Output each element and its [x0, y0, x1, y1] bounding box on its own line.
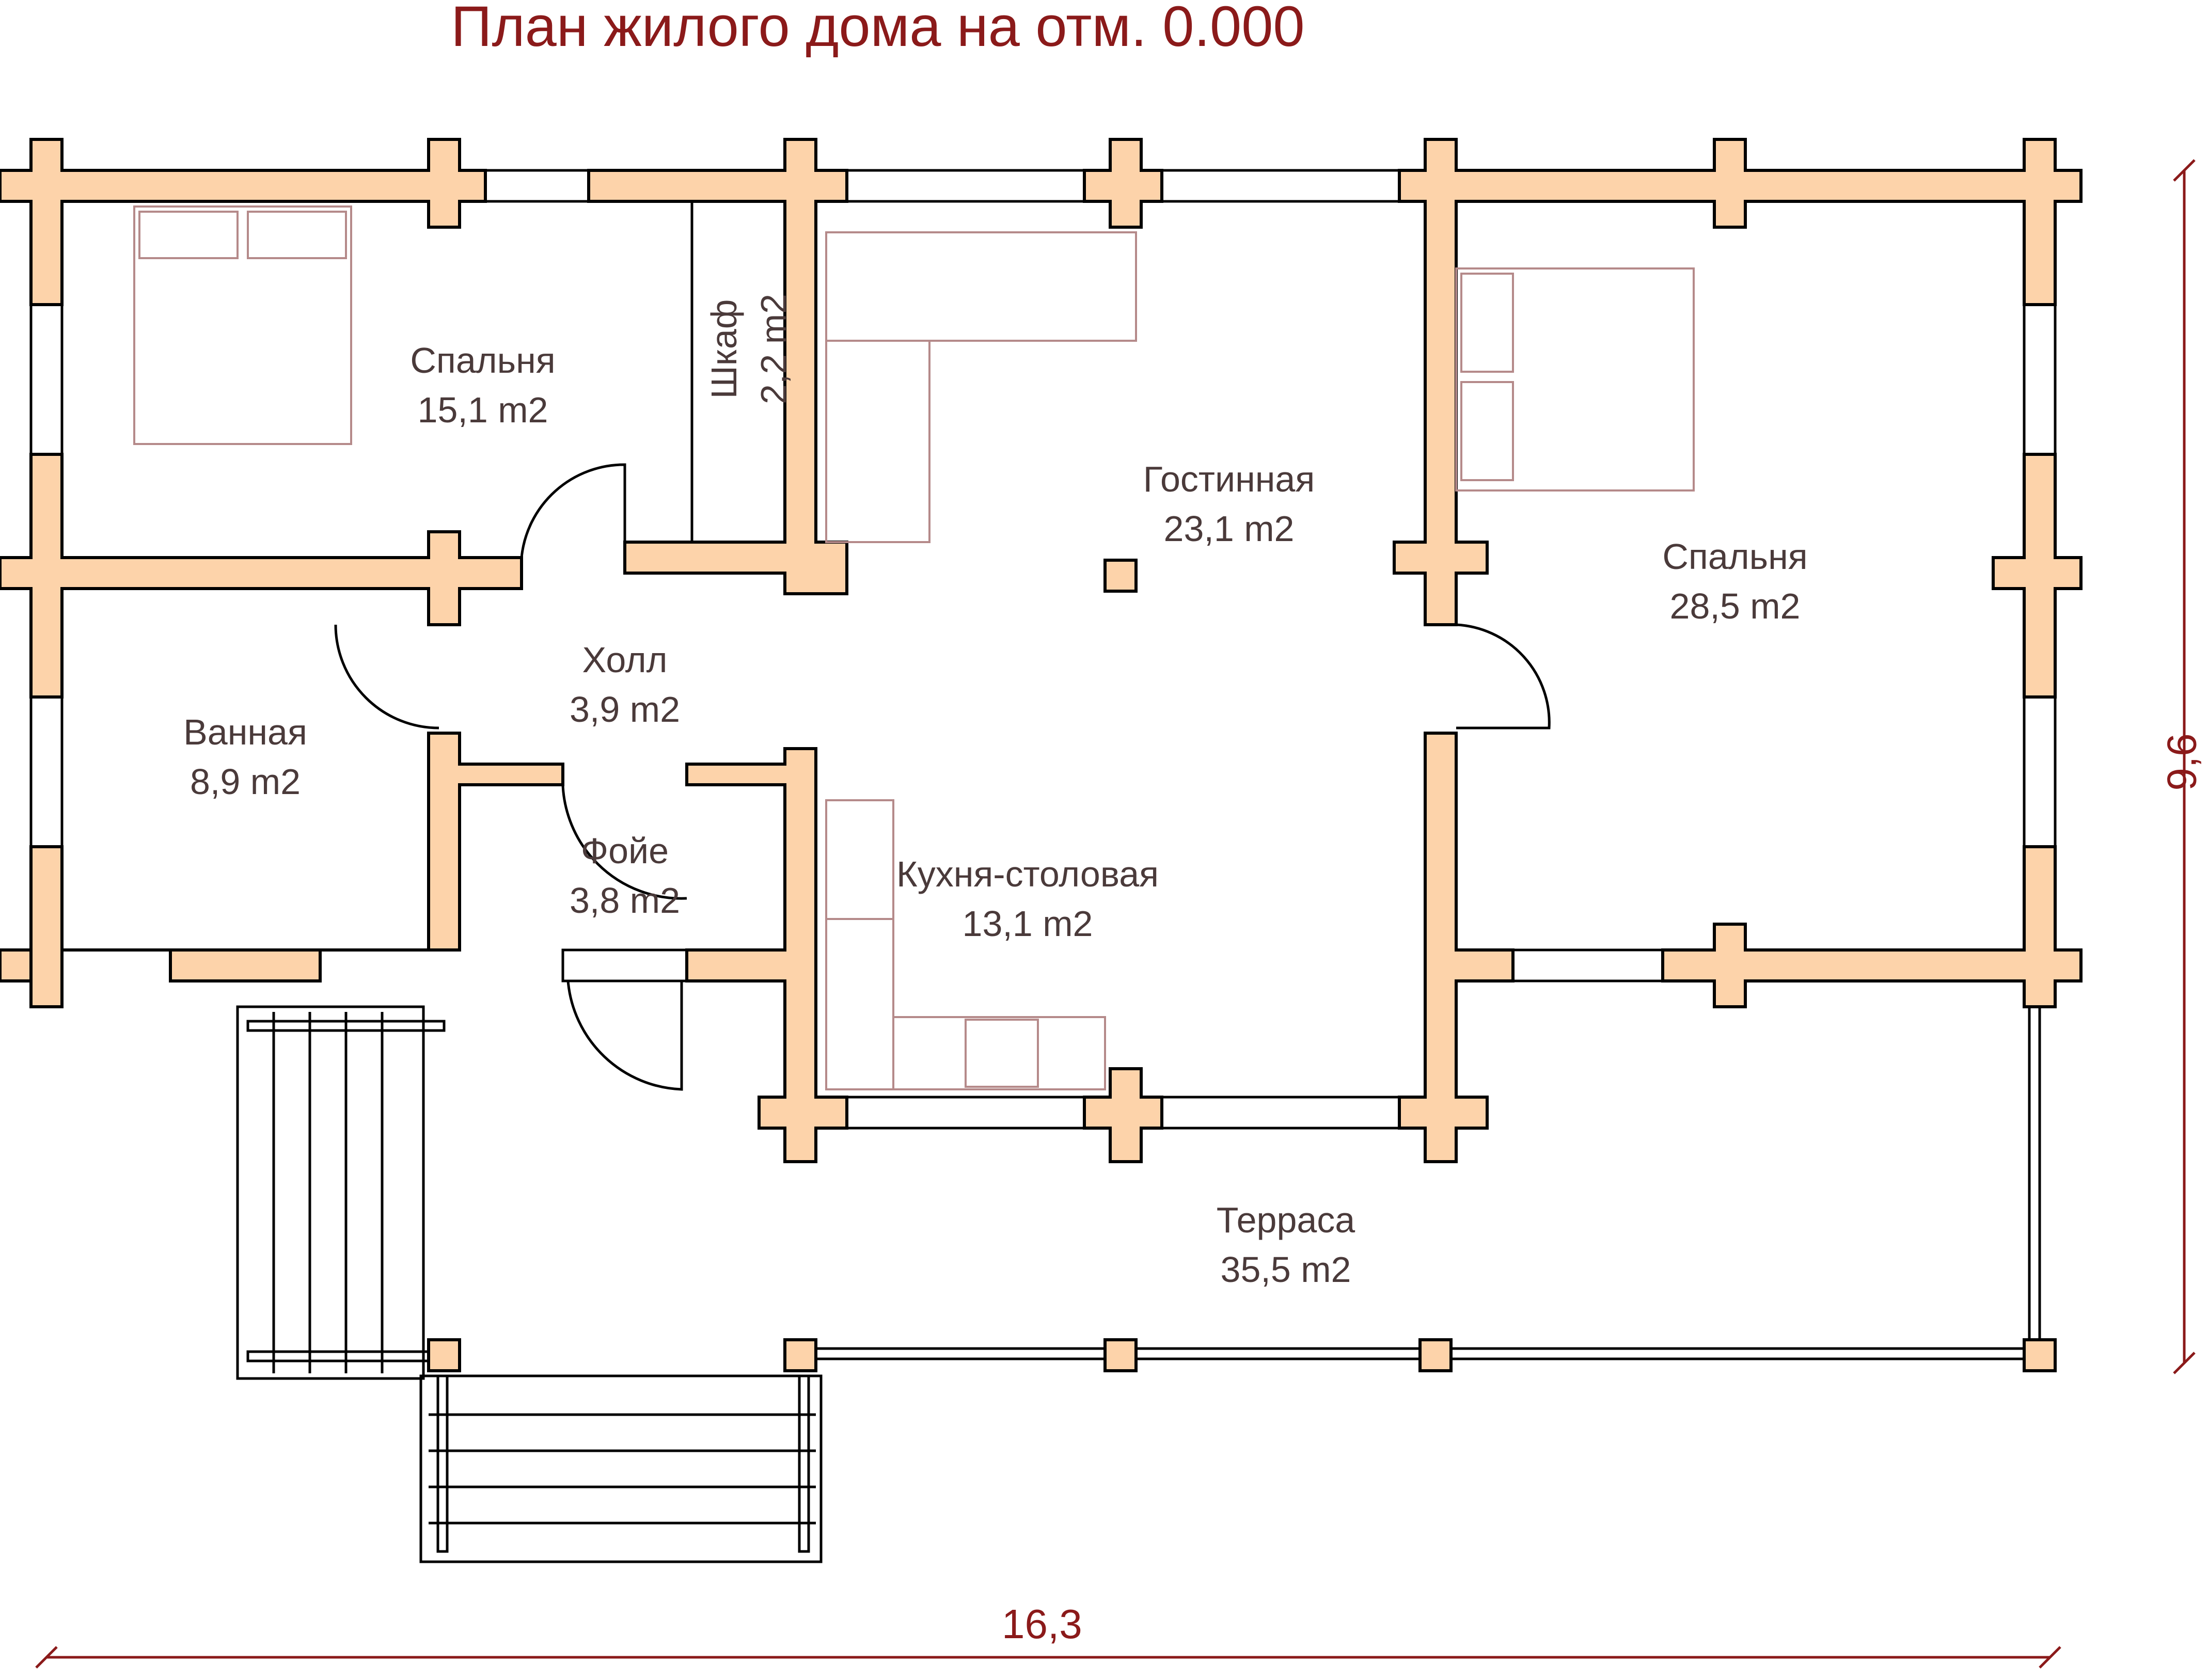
room-area: 35,5 m2 — [1220, 1249, 1351, 1290]
room-name: Фойе — [580, 831, 669, 871]
terrace — [236, 559, 2057, 1563]
room-area: 13,1 m2 — [962, 904, 1093, 944]
walls — [0, 138, 2083, 1163]
room-hall: Холл 3,9 m2 — [570, 635, 680, 734]
room-area: 28,5 m2 — [1669, 586, 1801, 626]
room-name: Кухня-столовая — [896, 854, 1159, 894]
room-area: 15,1 m2 — [417, 390, 548, 430]
room-name: Шкаф — [704, 299, 744, 399]
room-area: 23,1 m2 — [1163, 509, 1295, 549]
room-name: Ванная — [183, 712, 307, 752]
room-living: Гостинная 23,1 m2 — [1143, 454, 1315, 553]
room-bedroom-2: Спальня 28,5 m2 — [1662, 532, 1807, 631]
room-area: 3,8 m2 — [570, 880, 680, 921]
width-dimension: 16,3 — [1002, 1601, 1082, 1647]
plan-title: План жилого дома на отм. 0.000 — [451, 0, 1305, 58]
room-name: Гостинная — [1143, 459, 1315, 499]
room-area: 2,2 m2 — [753, 294, 794, 404]
dimension-lines — [35, 159, 2196, 1669]
room-area: 8,9 m2 — [190, 762, 301, 802]
room-name: Терраса — [1216, 1200, 1355, 1240]
windows — [29, 169, 2057, 1130]
height-dimension: 9,6 — [2158, 733, 2205, 791]
room-area: 3,9 m2 — [570, 689, 680, 730]
room-name: Спальня — [1662, 536, 1808, 577]
room-name: Холл — [582, 640, 668, 680]
room-bathroom: Ванная 8,9 m2 — [183, 707, 307, 806]
room-terrace: Терраса 35,5 m2 — [1217, 1195, 1355, 1294]
room-name: Спальня — [410, 340, 556, 381]
room-foyer: Фойе 3,8 m2 — [570, 826, 680, 925]
room-closet: Шкаф 2,2 m2 — [699, 294, 798, 404]
room-kitchen-dining: Кухня-столовая 13,1 m2 — [896, 849, 1159, 948]
room-bedroom-1: Спальня 15,1 m2 — [410, 336, 555, 435]
furniture — [133, 205, 1695, 1090]
doors — [334, 201, 1551, 1091]
